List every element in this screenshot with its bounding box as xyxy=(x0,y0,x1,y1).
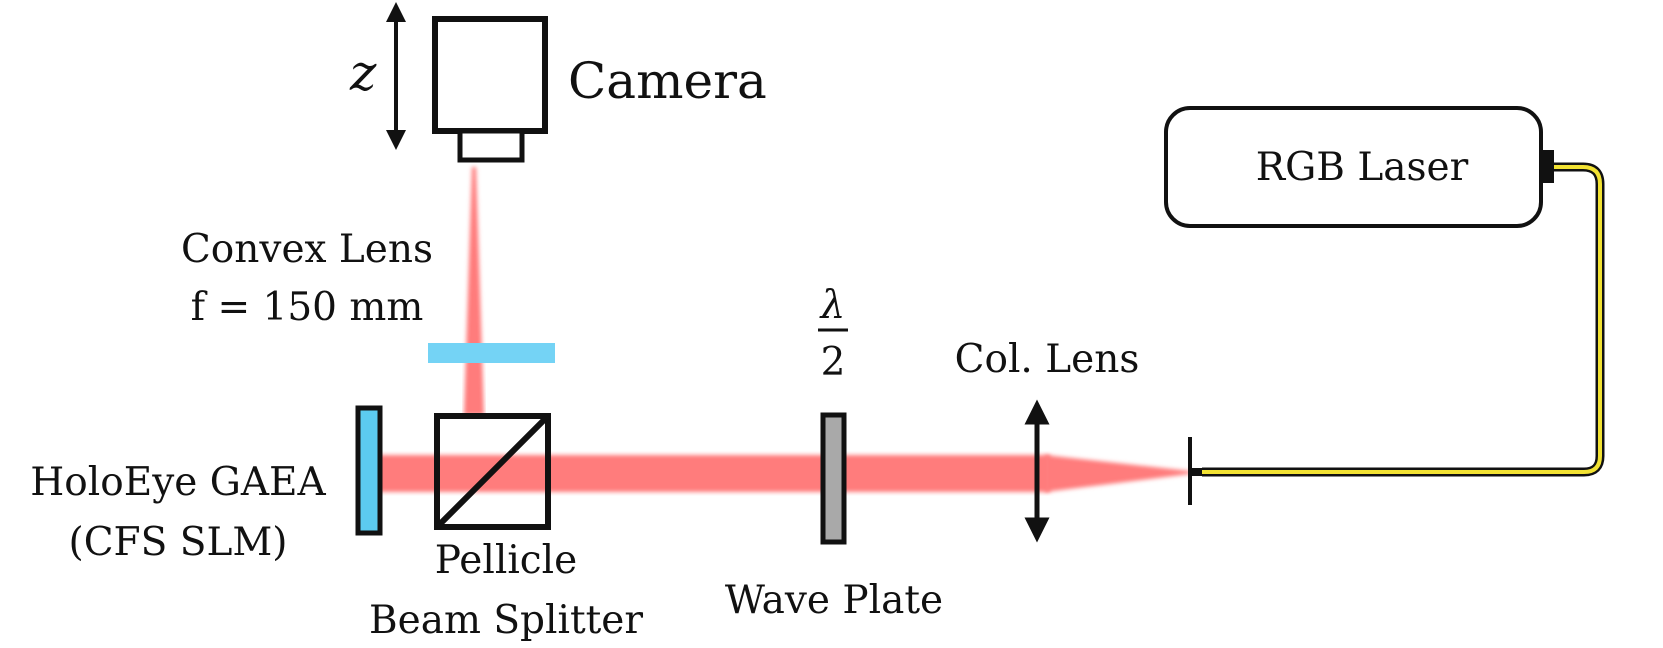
holoeye-label-line2: (CFS SLM) xyxy=(69,520,288,565)
beam-horizontal xyxy=(370,455,1050,492)
camera-label: Camera xyxy=(568,52,767,110)
rgb-laser-label: RGB Laser xyxy=(1256,145,1469,190)
wave-plate xyxy=(820,412,847,545)
two-label: 2 xyxy=(821,340,846,385)
convex-lens xyxy=(428,343,555,363)
convex-lens-label-line1: Convex Lens xyxy=(181,227,433,272)
col-lens-label: Col. Lens xyxy=(955,337,1140,382)
z-axis-label: z xyxy=(349,44,377,102)
optical-fiber xyxy=(1202,165,1602,474)
pellicle-label-line1: Pellicle xyxy=(435,538,577,583)
convex-lens-label-line2: f = 150 mm xyxy=(191,285,424,330)
wave-plate-label: Wave Plate xyxy=(725,578,943,623)
pellicle-label-line2: Beam Splitter xyxy=(369,598,643,643)
fiber-ferrule xyxy=(1190,468,1202,476)
beam-splitter-cube-icon xyxy=(434,413,551,530)
slm-panel xyxy=(355,405,383,536)
lambda-label: λ xyxy=(819,283,846,328)
beam-vertical xyxy=(464,167,484,415)
beam-converging xyxy=(1045,455,1190,492)
camera-icon xyxy=(432,16,548,163)
holoeye-label-line1: HoloEye GAEA xyxy=(30,460,326,505)
laser-output-port xyxy=(1541,150,1554,183)
